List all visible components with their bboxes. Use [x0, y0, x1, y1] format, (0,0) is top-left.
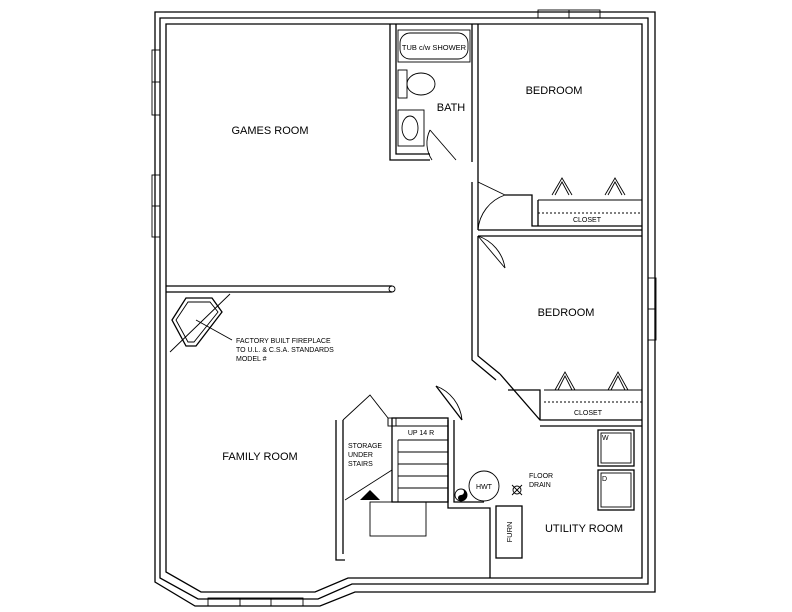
- fireplace-note-3: MODEL #: [236, 356, 267, 363]
- label-washer: W: [602, 435, 609, 442]
- toilet: [397, 69, 436, 99]
- fireplace: [169, 293, 233, 353]
- label-storage-3: STAIRS: [348, 461, 373, 468]
- label-floor-drain-2: DRAIN: [529, 482, 551, 489]
- washer: [597, 429, 635, 467]
- tub: [397, 29, 471, 63]
- label-stairs: UP 14 R: [408, 430, 434, 437]
- label-storage-1: STORAGE: [348, 443, 382, 450]
- bedroom-wall: [478, 229, 642, 237]
- closet-top: [505, 177, 642, 227]
- furnace: [495, 505, 523, 559]
- label-utility-room: UTILITY ROOM: [545, 523, 623, 535]
- water-heater: [468, 470, 500, 502]
- drain-icon: [511, 484, 523, 496]
- label-bedroom-top: BEDROOM: [526, 85, 583, 97]
- storage-walls: [335, 394, 397, 561]
- label-games-room: GAMES ROOM: [231, 125, 308, 137]
- label-closet-mid: CLOSET: [574, 410, 603, 417]
- label-floor-drain-1: FLOOR: [529, 473, 553, 480]
- label-tub: TUB c/w SHOWER: [402, 43, 467, 52]
- label-bedroom-mid: BEDROOM: [538, 307, 595, 319]
- dryer: [597, 469, 635, 511]
- fireplace-note-2: TO U.L. & C.S.A. STANDARDS: [236, 347, 334, 354]
- label-furnace: FURN: [505, 522, 514, 543]
- windows: [151, 9, 657, 607]
- label-dryer: D: [602, 476, 607, 483]
- fireplace-note-1: FACTORY BUILT FIREPLACE: [236, 338, 331, 345]
- bath-walls: [389, 24, 479, 182]
- corridor-walls: [471, 181, 506, 381]
- exterior-wall: [154, 11, 656, 607]
- label-bath: BATH: [437, 102, 466, 114]
- label-storage-2: UNDER: [348, 452, 373, 459]
- label-closet-top: CLOSET: [573, 217, 602, 224]
- sink: [397, 109, 425, 147]
- games-room-wall: [166, 285, 396, 293]
- closet-mid: [499, 371, 642, 427]
- stairs: [344, 417, 449, 537]
- sump-icon: [454, 488, 468, 502]
- label-hwt: HWT: [476, 484, 493, 491]
- label-family-room: FAMILY ROOM: [222, 451, 297, 463]
